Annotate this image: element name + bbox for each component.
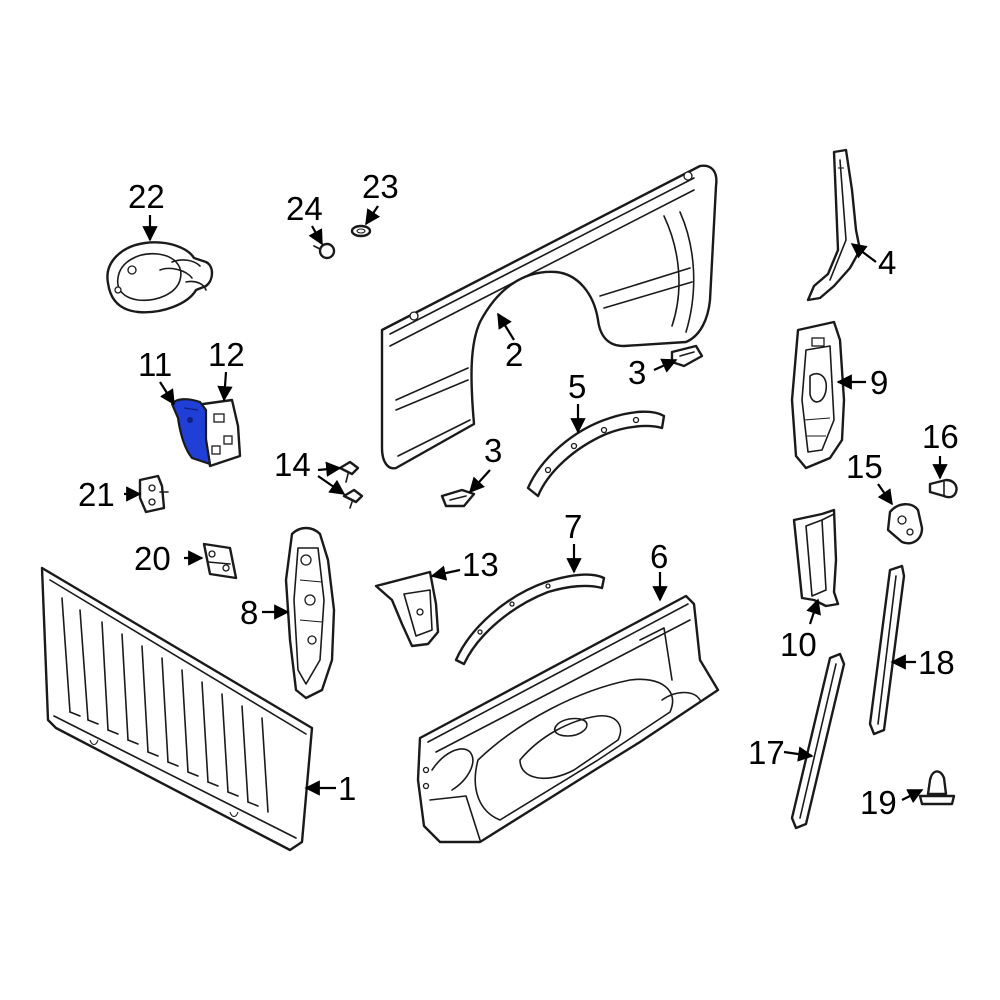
part-7-wheelhouse-strip[interactable] bbox=[454, 573, 606, 666]
callout-15[interactable]: 15 bbox=[846, 448, 883, 485]
callout-12[interactable]: 12 bbox=[208, 336, 245, 373]
callout-16[interactable]: 16 bbox=[922, 418, 959, 455]
part-6-inner-box-panel[interactable] bbox=[416, 594, 720, 844]
callout-3-upper[interactable]: 3 bbox=[628, 354, 646, 391]
callout-17[interactable]: 17 bbox=[748, 734, 785, 771]
callout-labels: 1 2 3 3 4 5 6 7 8 9 10 11 12 13 14 15 16… bbox=[78, 168, 959, 821]
part-1-tailgate[interactable] bbox=[40, 566, 314, 852]
callout-9[interactable]: 9 bbox=[870, 364, 888, 401]
part-22-fuel-filler-housing[interactable] bbox=[106, 241, 214, 314]
callout-5[interactable]: 5 bbox=[568, 368, 586, 405]
callout-24[interactable]: 24 bbox=[286, 190, 323, 227]
part-11-reinforcement-bracket[interactable] bbox=[170, 398, 212, 466]
part-3-lower-bracket[interactable] bbox=[440, 488, 476, 508]
callout-18[interactable]: 18 bbox=[918, 644, 955, 681]
part-23-grommet[interactable] bbox=[350, 224, 372, 238]
callout-20[interactable]: 20 bbox=[134, 540, 171, 577]
part-4-front-pillar[interactable] bbox=[806, 148, 862, 302]
callout-6[interactable]: 6 bbox=[650, 538, 668, 575]
callout-19[interactable]: 19 bbox=[860, 784, 897, 821]
part-21-tailgate-latch[interactable] bbox=[138, 474, 169, 514]
part-19-push-pin[interactable] bbox=[918, 770, 956, 806]
part-17-seal-strip[interactable] bbox=[790, 652, 846, 830]
callout-22[interactable]: 22 bbox=[128, 178, 165, 215]
part-18-seal-strip[interactable] bbox=[868, 564, 906, 736]
part-24-retainer-clip[interactable] bbox=[313, 242, 336, 260]
part-10-corner-post[interactable] bbox=[792, 508, 840, 608]
callout-14[interactable]: 14 bbox=[274, 446, 311, 483]
callout-1[interactable]: 1 bbox=[338, 770, 356, 807]
part-14-push-clips[interactable] bbox=[338, 460, 364, 509]
callout-2[interactable]: 2 bbox=[505, 336, 523, 373]
part-20-striker-plate[interactable] bbox=[202, 542, 238, 580]
part-16-push-plug[interactable] bbox=[928, 478, 958, 499]
callout-13[interactable]: 13 bbox=[462, 546, 499, 583]
callout-4[interactable]: 4 bbox=[878, 244, 896, 281]
part-2-box-side-panel[interactable] bbox=[380, 164, 718, 470]
part-5-wheelhouse-flare[interactable] bbox=[526, 410, 666, 498]
part-9-rear-pillar-panel[interactable] bbox=[790, 320, 846, 470]
callout-23[interactable]: 23 bbox=[362, 168, 399, 205]
callout-11[interactable]: 11 bbox=[138, 346, 172, 383]
callout-7[interactable]: 7 bbox=[564, 508, 582, 545]
part-15-bracket[interactable] bbox=[886, 503, 924, 545]
part-8-gate-end-panel[interactable] bbox=[284, 526, 336, 700]
part-13-bed-corner-bracket[interactable] bbox=[374, 570, 440, 648]
callout-8[interactable]: 8 bbox=[240, 594, 258, 631]
part-3-upper-bracket[interactable] bbox=[670, 344, 704, 368]
callout-10[interactable]: 10 bbox=[780, 626, 817, 663]
callout-21[interactable]: 21 bbox=[78, 476, 115, 513]
leader-lines bbox=[124, 205, 948, 804]
callout-3-lower[interactable]: 3 bbox=[484, 432, 502, 469]
